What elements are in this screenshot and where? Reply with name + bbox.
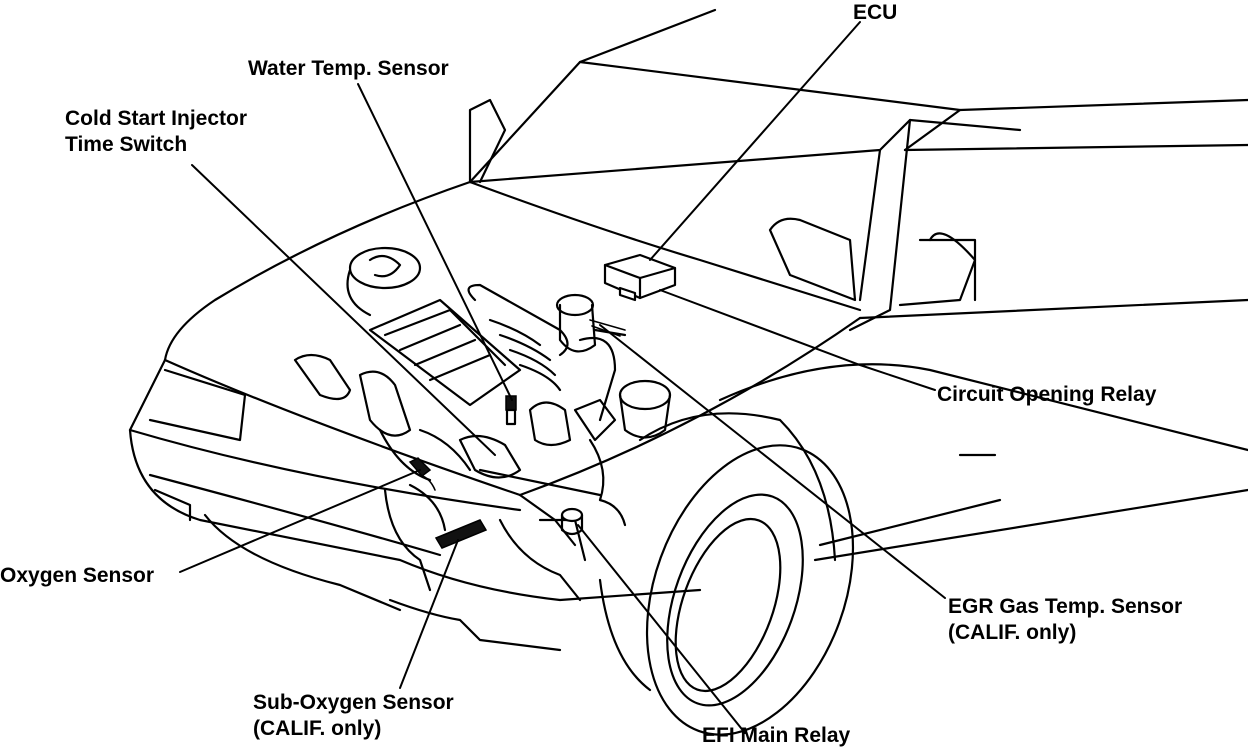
sub-oxygen-label-line1: Sub-Oxygen Sensor: [253, 691, 454, 714]
car-body-outline: [128, 8, 1248, 652]
cold-start-label-line2: Time Switch: [65, 133, 188, 156]
cold-start-label-line1: Cold Start Injector: [65, 107, 248, 130]
egr-label-line2: (CALIF. only): [948, 621, 1077, 644]
leader-lines: [179, 21, 946, 734]
sub-oxygen-sensor-label: Sub-Oxygen Sensor (CALIF. only): [253, 690, 454, 742]
efi-main-relay-part: [560, 507, 584, 536]
ecu-leader: [649, 21, 861, 261]
sub-oxygen-label-line2: (CALIF. only): [253, 717, 382, 740]
egr-leader: [599, 324, 946, 599]
engine-components: [293, 246, 672, 602]
water-temp-leader: [357, 83, 513, 401]
front-wheel: [598, 412, 855, 736]
cold-start-injector-time-switch-label: Cold Start Injector Time Switch: [65, 106, 247, 158]
circuit-opening-relay-label: Circuit Opening Relay: [937, 383, 1157, 406]
ecu-label: ECU: [853, 1, 898, 24]
cold-start-leader: [191, 164, 496, 456]
oxygen-sensor-label: Oxygen Sensor: [0, 564, 155, 587]
sub-oxygen-sensor-part: [434, 519, 488, 549]
circuit-opening-leader: [659, 289, 936, 391]
ecu-box: [603, 253, 677, 302]
oxygen-leader: [179, 469, 421, 573]
efi-main-leader: [577, 524, 746, 734]
efi-main-relay-label: EFI Main Relay: [702, 724, 851, 747]
egr-label-line1: EGR Gas Temp. Sensor: [948, 595, 1183, 618]
water-temp-sensor-label: Water Temp. Sensor: [248, 57, 449, 80]
egr-gas-temp-sensor-label: EGR Gas Temp. Sensor (CALIF. only): [948, 594, 1182, 646]
sub-oxygen-leader: [399, 539, 459, 689]
